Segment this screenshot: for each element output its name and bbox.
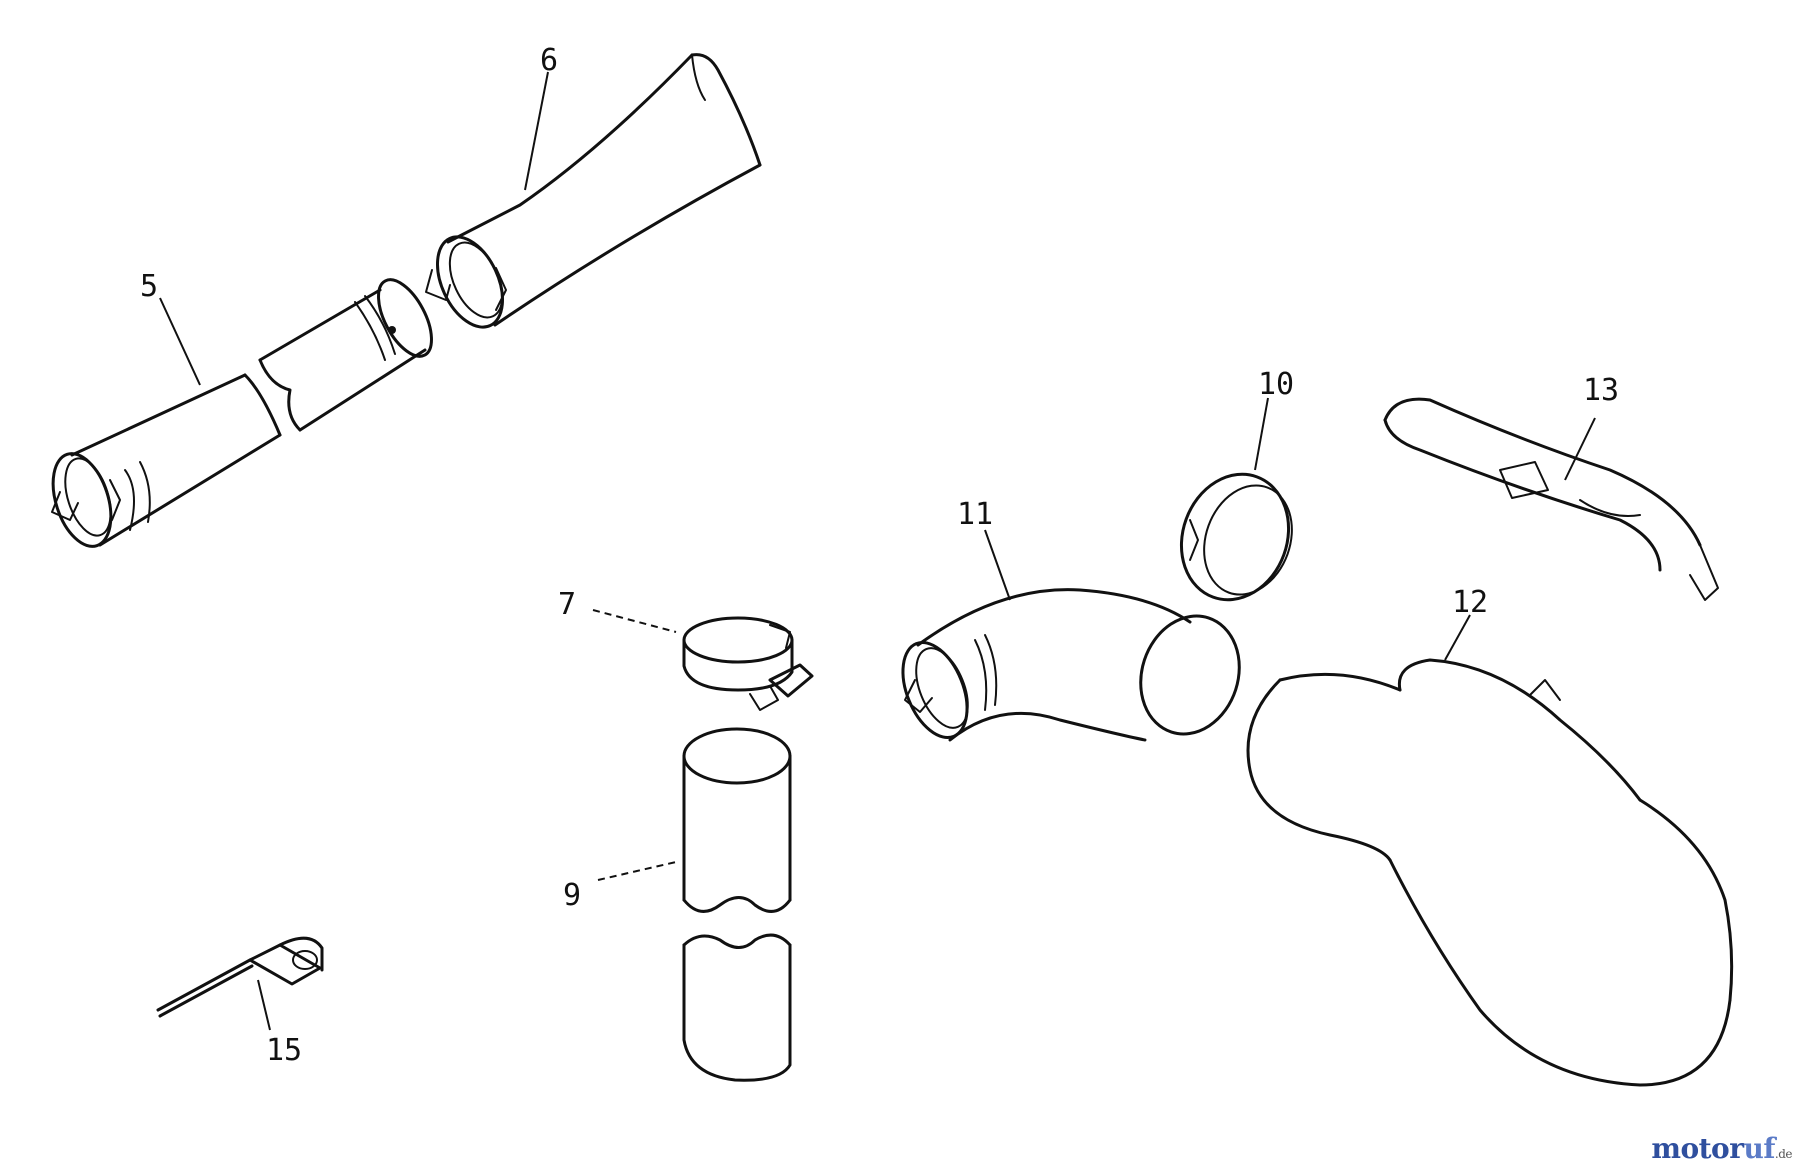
label-part-11: 11 [957, 497, 993, 532]
pipe-section-middle [258, 278, 433, 432]
label-part-13: 13 [1583, 373, 1619, 408]
label-part-9: 9 [563, 878, 581, 913]
part-11-elbow-pipe [901, 588, 1241, 742]
part-10-ring [1179, 472, 1293, 602]
label-part-7: 7 [558, 587, 576, 622]
label-part-12: 12 [1452, 585, 1488, 620]
label-part-5: 5 [140, 269, 158, 304]
label-part-10: 10 [1258, 367, 1294, 402]
watermark-tld: .de [1774, 1147, 1793, 1161]
part-5-straight-pipe [51, 373, 282, 548]
part-13-strap [1383, 397, 1719, 601]
watermark-part2: uf [1743, 1132, 1775, 1165]
part-9-flex-hose [682, 727, 792, 1082]
part-12-blower-housing [1246, 658, 1734, 1087]
leader-lines [159, 71, 1596, 1031]
part-7-hose-clamp [682, 616, 814, 711]
part-6-nozzle [425, 53, 762, 329]
label-part-15: 15 [266, 1033, 302, 1068]
label-part-6: 6 [540, 43, 558, 78]
watermark-part1: motor [1651, 1132, 1744, 1165]
part-15-plug-wrench [156, 936, 324, 1018]
watermark-logo: motoruf.de [1651, 1132, 1792, 1165]
